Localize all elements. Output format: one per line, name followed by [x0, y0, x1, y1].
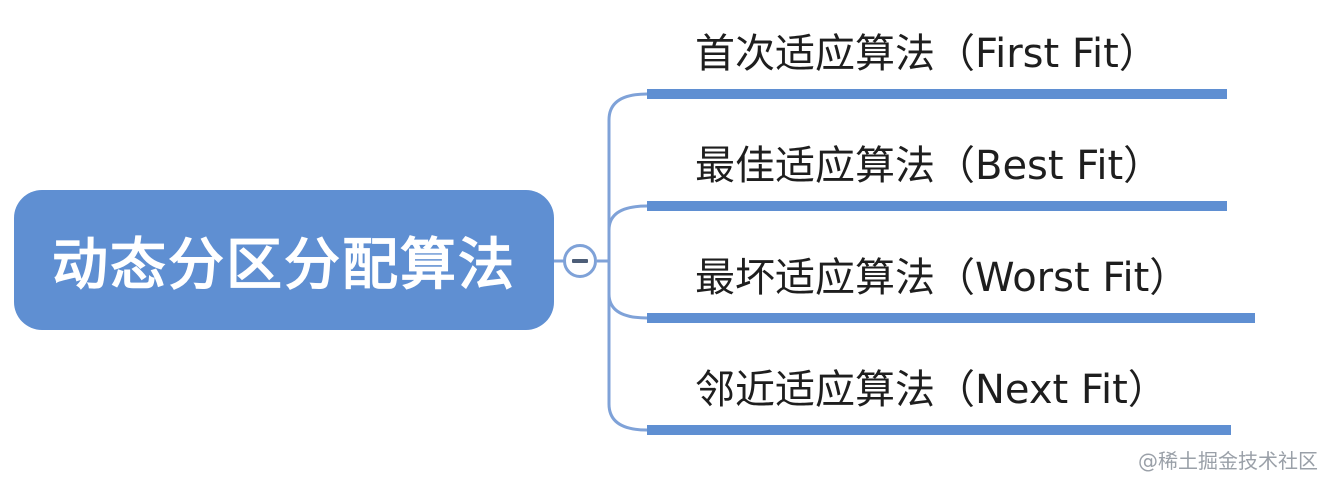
branch-topic-worst-fit[interactable]: 最坏适应算法（Worst Fit） [695, 255, 1190, 301]
branch-underline-4 [647, 425, 1231, 435]
branch-trunk [607, 92, 648, 432]
branch-underline-3 [647, 313, 1255, 323]
branch-topic-first-fit[interactable]: 首次适应算法（First Fit） [695, 31, 1159, 77]
branch-elbow-3 [607, 293, 648, 320]
watermark: @稀土掘金技术社区 [1138, 449, 1318, 473]
minus-circle-icon [572, 259, 588, 263]
branch-topic-next-fit[interactable]: 邻近适应算法（Next Fit） [695, 367, 1168, 413]
branch-elbow-2 [607, 204, 648, 231]
branch-topic-best-fit[interactable]: 最佳适应算法（Best Fit） [695, 143, 1164, 189]
branch-underline-1 [647, 89, 1227, 99]
root-topic[interactable]: 动态分区分配算法 [14, 190, 554, 330]
root-topic-label: 动态分区分配算法 [52, 232, 516, 298]
branch-underline-2 [647, 201, 1227, 211]
collapse-toggle-button[interactable] [563, 244, 597, 278]
